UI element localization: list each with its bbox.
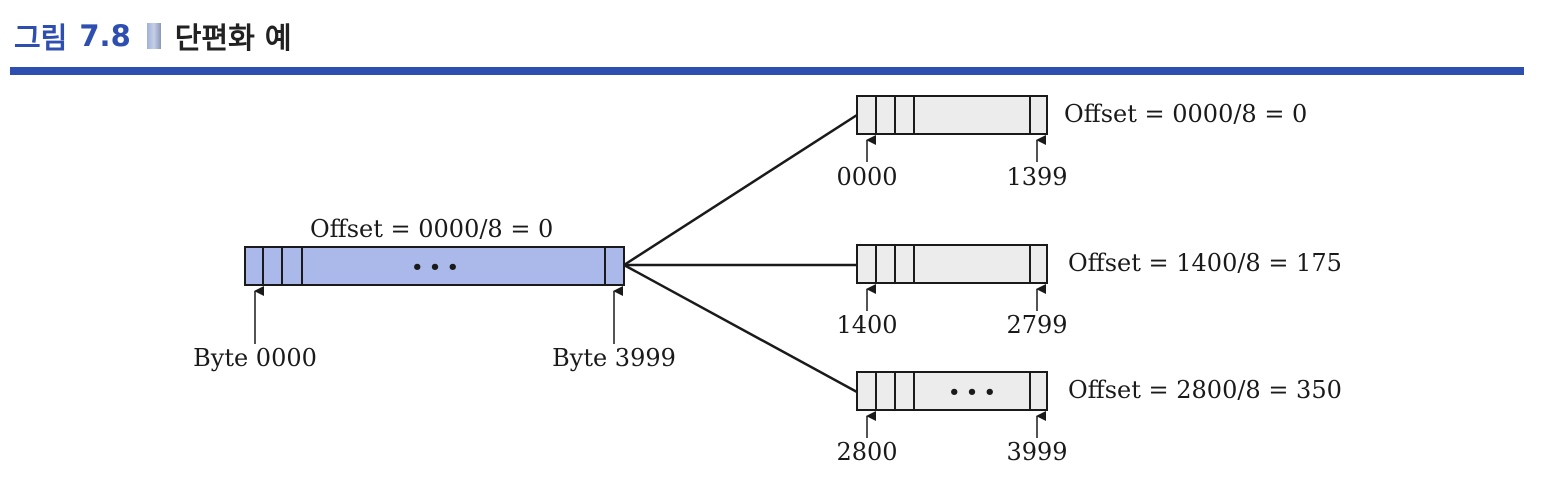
fragment-3-offset-label: Offset = 2800/8 = 350 xyxy=(1068,376,1342,404)
fragment-2-start-label: 1400 xyxy=(836,311,897,339)
fragment-2-box xyxy=(856,244,1048,284)
fragment-3-ellipsis: • • • xyxy=(948,382,995,403)
connector-line-to-fragment-3 xyxy=(623,263,858,394)
original-ellipsis: • • • xyxy=(411,257,458,278)
byte-start-label: Byte 0000 xyxy=(193,344,317,372)
fragment-2-offset-label: Offset = 1400/8 = 175 xyxy=(1068,249,1342,277)
original-datagram-box xyxy=(244,246,625,286)
fragment-3: • • • Offset = 2800/8 = 350 2800 3999 xyxy=(836,371,1342,466)
fragment-3-start-label: 2800 xyxy=(836,438,897,466)
figure-number: 7.8 xyxy=(79,19,131,53)
fragment-3-box xyxy=(856,371,1048,411)
fragment-2: Offset = 1400/8 = 175 1400 2799 xyxy=(836,244,1342,339)
connector-line-to-fragment-1 xyxy=(623,113,858,267)
byte-end-label: Byte 3999 xyxy=(552,344,676,372)
figure-caption: 그림 7.8 단편화 예 xyxy=(14,15,292,57)
header-rule xyxy=(10,67,1524,75)
figure-word: 그림 xyxy=(14,21,68,55)
fragment-1-start-label: 0000 xyxy=(836,163,897,191)
original-datagram: Offset = 0000/8 = 0 • • • Byte 0000 Byte… xyxy=(193,215,676,372)
fragment-2-end-label: 2799 xyxy=(1006,311,1067,339)
original-offset-label: Offset = 0000/8 = 0 xyxy=(310,215,553,243)
fragment-1-end-label: 1399 xyxy=(1006,163,1067,191)
fragment-1-box xyxy=(856,95,1048,135)
fragment-1-offset-label: Offset = 0000/8 = 0 xyxy=(1064,100,1307,128)
fragment-3-end-label: 3999 xyxy=(1006,438,1067,466)
figure-header: 그림 7.8 단편화 예 xyxy=(0,0,1560,80)
connector-lines xyxy=(623,113,858,394)
figure-title: 단편화 예 xyxy=(174,21,292,55)
fragment-1: Offset = 0000/8 = 0 0000 1399 xyxy=(836,95,1307,191)
caption-marker-icon xyxy=(146,23,161,49)
